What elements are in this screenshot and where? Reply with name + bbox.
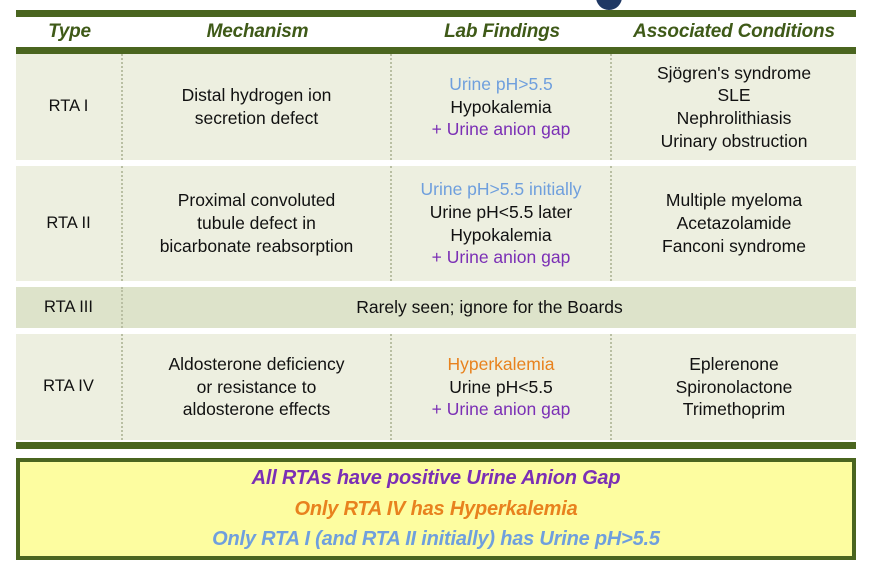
cell-mechanism: Distal hydrogen ion secretion defect <box>123 54 392 160</box>
cell-lab-findings: Hyperkalemia Urine pH<5.5 + Urine anion … <box>392 334 612 440</box>
text-line: Urine pH<5.5 <box>449 376 553 397</box>
column-header-associated-conditions: Associated Conditions <box>633 21 835 42</box>
text-line: Eplerenone <box>689 353 779 374</box>
table-body: RTA I Distal hydrogen ion secretion defe… <box>16 54 856 440</box>
table-row: RTA I Distal hydrogen ion secretion defe… <box>16 54 856 160</box>
table-bottom-rule <box>16 442 856 449</box>
cell-type: RTA III <box>16 287 123 328</box>
cell-mechanism: Proximal convoluted tubule defect in bic… <box>123 166 392 281</box>
column-header-type: Type <box>48 21 91 42</box>
column-header-mechanism: Mechanism <box>206 21 309 42</box>
text-line: Fanconi syndrome <box>662 235 806 256</box>
text-line: + Urine anion gap <box>431 399 571 420</box>
summary-line: All RTAs have positive Urine Anion Gap <box>251 467 621 490</box>
text-line: Acetazolamide <box>676 213 792 234</box>
cell-associated-conditions: Multiple myeloma Acetazolamide Fanconi s… <box>612 166 856 281</box>
table-row: RTA II Proximal convoluted tubule defect… <box>16 166 856 281</box>
text-line: Urine pH<5.5 later <box>429 201 573 222</box>
text-line: Multiple myeloma <box>665 190 803 211</box>
text-line: Sjögren's syndrome <box>656 62 812 83</box>
column-header-lab-findings: Lab Findings <box>444 21 560 42</box>
text-line: SLE <box>717 85 751 106</box>
text-line: Nephrolithiasis <box>676 108 792 128</box>
text-line: + Urine anion gap <box>431 247 571 268</box>
text-line: + Urine anion gap <box>431 119 571 140</box>
text-line: Aldosterone deficiency <box>168 353 345 374</box>
decorative-circle <box>596 0 622 10</box>
table-header-row: Type Mechanism Lab Findings Associated C… <box>16 17 856 47</box>
text-line: bicarbonate reabsorption <box>159 235 354 256</box>
text-line: Trimethoprim <box>682 399 786 420</box>
rta-comparison-table: Type Mechanism Lab Findings Associated C… <box>16 10 856 449</box>
table-row: RTA IV Aldosterone deficiency or resista… <box>16 334 856 440</box>
text-line: Spironolactone <box>675 376 793 397</box>
cell-lab-findings: Urine pH>5.5 Hypokalemia + Urine anion g… <box>392 54 612 160</box>
text-line: Urinary obstruction <box>660 130 808 151</box>
text-line: Hyperkalemia <box>447 353 555 374</box>
text-line: or resistance to <box>196 376 317 397</box>
text-line: tubule defect in <box>197 213 316 234</box>
cell-mechanism: Aldosterone deficiency or resistance to … <box>123 334 392 440</box>
text-line: Hypokalemia <box>450 224 552 245</box>
summary-line: Only RTA IV has Hyperkalemia <box>294 497 578 520</box>
text-line: Hypokalemia <box>450 96 552 117</box>
cell-type: RTA II <box>16 166 123 281</box>
cell-lab-findings: Urine pH>5.5 initially Urine pH<5.5 late… <box>392 166 612 281</box>
table-top-rule <box>16 10 856 17</box>
summary-line: Only RTA I (and RTA II initially) has Ur… <box>212 528 660 551</box>
cell-spanned-note: Rarely seen; ignore for the Boards <box>356 297 623 318</box>
cell-type: RTA I <box>16 54 123 160</box>
summary-callout-box: All RTAs have positive Urine Anion Gap O… <box>16 458 856 560</box>
table-header-rule <box>16 47 856 54</box>
table-row: RTA III Rarely seen; ignore for the Boar… <box>16 287 856 328</box>
text-line: Urine pH>5.5 initially <box>420 179 582 199</box>
cell-type: RTA IV <box>16 334 123 440</box>
cell-associated-conditions: Eplerenone Spironolactone Trimethoprim <box>612 334 856 440</box>
text-line: aldosterone effects <box>182 399 331 420</box>
text-line: Proximal convoluted <box>177 190 336 211</box>
cell-associated-conditions: Sjögren's syndrome SLE Nephrolithiasis U… <box>612 54 856 160</box>
text-line: secretion defect <box>194 108 319 128</box>
text-line: Urine pH>5.5 <box>449 73 553 94</box>
text-line: Distal hydrogen ion <box>181 85 332 106</box>
